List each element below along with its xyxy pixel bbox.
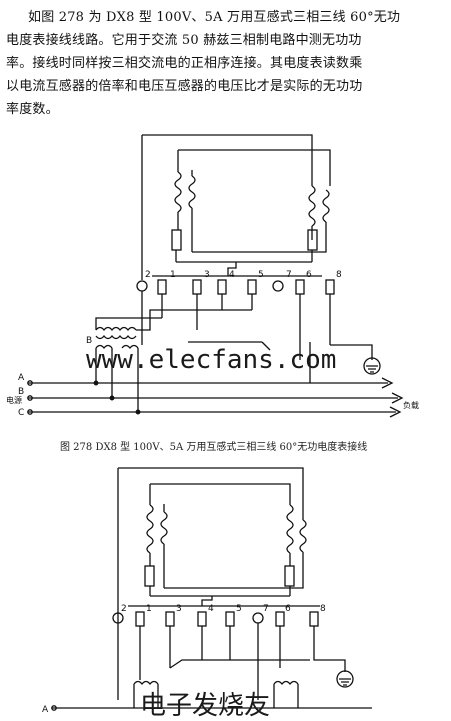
terminal-2-icon: [136, 280, 148, 292]
outer-loop-wire: [142, 134, 313, 186]
terminal-label: 7: [286, 270, 292, 280]
terminal-7-icon: [252, 612, 264, 624]
ct-label: B: [86, 336, 92, 346]
coil-left-leads: [177, 170, 193, 252]
paragraph-line: 电度表接线线路。它用于交流 50 赫兹三相制电路中测无功功: [6, 33, 362, 48]
terminal-label: 6: [306, 270, 312, 280]
terminal-4-icon: [197, 611, 207, 627]
voltage-bus-wire: [192, 240, 327, 253]
current-coil-right-icon: [308, 185, 316, 227]
phase-label: C: [18, 408, 24, 418]
resistor-left-icon: [144, 565, 155, 587]
terminal-label: 5: [258, 270, 264, 280]
terminal-label: 8: [336, 270, 342, 280]
phase-a-source-icon: [51, 705, 57, 711]
voltage-bus-wire: [164, 575, 304, 589]
paragraph-line: 率。接线时同样按三相交流电的正相序连接。其电度表读数乘: [6, 56, 363, 71]
terminal-8-icon: [309, 611, 319, 627]
coil-right-leads: [311, 222, 327, 240]
terminal-4-icon: [217, 279, 227, 295]
phase-b-arrow-icon: [391, 392, 404, 404]
phase-label: A: [42, 705, 49, 715]
resistor-right-icon: [284, 565, 295, 587]
paragraph-line: 以电流互感器的倍率和电压互感器的电压比才是实际的无功功: [6, 79, 363, 94]
terminal-label: 4: [229, 270, 235, 280]
terminal-label: 2: [121, 604, 127, 614]
terminal-7-icon: [272, 280, 284, 292]
paragraph-line: 率度数。: [6, 102, 59, 117]
voltage-transformer-primary-icon: [95, 326, 137, 332]
figure-2-wiring: 2 1 3 4 5 7 6 8 A 电子发烧友: [42, 467, 372, 721]
description-paragraph: 如图 278 为 DX8 型 100V、5A 万用互感式三相三线 60°无功 电…: [6, 6, 446, 121]
current-coil-left-icon: [174, 171, 182, 213]
transformer-wiring: [95, 309, 252, 372]
phase-c-source-icon: [27, 409, 33, 415]
terminal-2-icon: [112, 612, 124, 624]
phase-a-source-icon: [27, 380, 33, 386]
watermark-brand: 电子发烧友: [140, 691, 270, 721]
terminal-label: 2: [145, 270, 151, 280]
voltage-transformer-secondary-icon: [95, 334, 137, 340]
current-transformer-icon: [95, 344, 139, 350]
current-coil-right-icon: [286, 504, 294, 554]
terminal-6-icon: [295, 279, 305, 295]
terminal-leads: [161, 294, 331, 345]
phase-label: A: [18, 373, 25, 383]
terminal-1-icon: [135, 611, 145, 627]
phase-label: B: [18, 387, 24, 397]
voltage-coil-left-icon: [160, 511, 168, 545]
source-label: 电源: [6, 395, 22, 405]
terminal-label: 8: [320, 604, 326, 614]
watermark-url: www.elecfans.com: [86, 345, 336, 375]
terminal-label: 6: [285, 604, 291, 614]
bus-taps: [95, 342, 311, 412]
terminal-label: 1: [170, 270, 176, 280]
ground-symbol-icon: [363, 357, 381, 375]
phase-c-arrow-icon: [389, 406, 402, 418]
terminal-5-icon: [225, 611, 235, 627]
resistor-left-icon: [171, 229, 182, 251]
load-label: 负载: [403, 400, 419, 410]
terminal-5-icon: [247, 279, 257, 295]
inner-loop-wire: [150, 483, 291, 505]
outer-loop-wire: [118, 467, 304, 520]
terminal-3-icon: [192, 279, 202, 295]
terminal-label: 7: [263, 604, 269, 614]
terminal-3-icon: [165, 611, 175, 627]
terminal-1-icon: [157, 279, 167, 295]
terminal-leads: [139, 626, 346, 680]
inner-loop-wire: [178, 149, 331, 186]
terminal-8-icon: [325, 279, 335, 295]
terminal-label: 5: [236, 604, 242, 614]
phase-a-arrow-icon: [381, 377, 394, 389]
voltage-coil-left-icon: [188, 175, 196, 209]
terminal-label: 4: [208, 604, 214, 614]
voltage-coil-right-icon: [299, 519, 307, 553]
current-transformer-right-icon: [273, 680, 299, 686]
terminal-label: 1: [146, 604, 152, 614]
phase-b-source-icon: [27, 395, 33, 401]
figure-278-wiring: 2 1 3 4 5 7 6 8 B A B C 电源 负载 www.elecfa…: [6, 134, 419, 453]
figure-caption: 图 278 DX8 型 100V、5A 万用互感式三相三线 60°无功电度表接线: [60, 440, 367, 453]
terminal-label: 3: [204, 270, 210, 280]
current-transformer-left-icon: [133, 680, 159, 686]
paragraph-line: 如图 278 为 DX8 型 100V、5A 万用互感式三相三线 60°无功: [28, 10, 401, 25]
terminal-label: 3: [176, 604, 182, 614]
terminal-6-icon: [275, 611, 285, 627]
voltage-coil-right-icon: [322, 189, 330, 223]
current-coil-left-icon: [146, 504, 154, 554]
ground-symbol-icon: [336, 670, 354, 688]
